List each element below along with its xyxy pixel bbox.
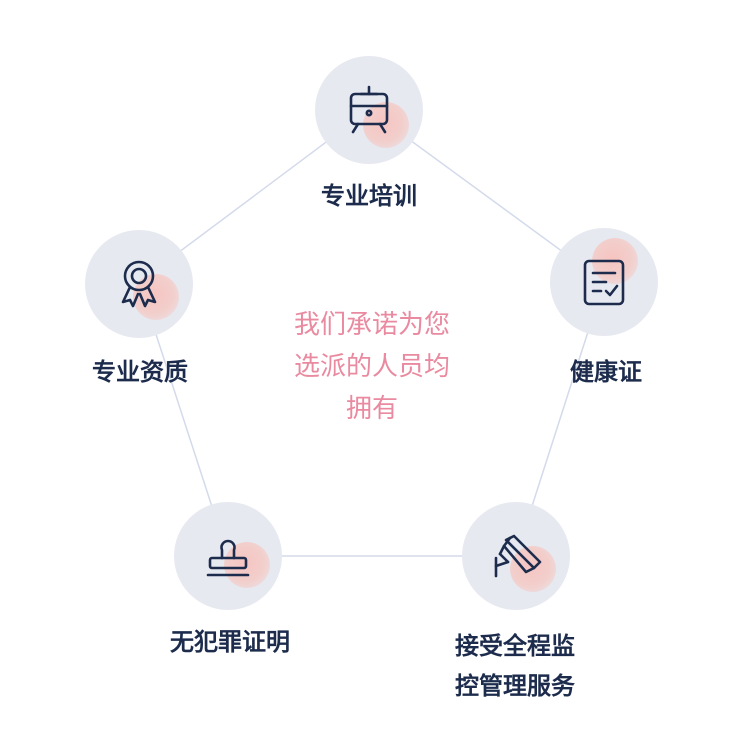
certificate-document-icon — [583, 259, 625, 306]
stamp-seal-icon — [206, 539, 250, 577]
label-no-criminal-record: 无犯罪证明 — [170, 628, 290, 656]
node-no-criminal-record — [174, 502, 282, 610]
label-training: 专业培训 — [321, 182, 417, 210]
center-text-line1: 我们承诺为您 — [293, 310, 450, 340]
label-qualification: 专业资质 — [92, 358, 188, 386]
center-text-line2: 选派的人员均 — [293, 352, 450, 382]
center-commitment-text: 我们承诺为您 选派的人员均 拥有 — [262, 304, 482, 430]
training-board-icon — [349, 85, 389, 134]
award-badge-icon — [121, 260, 157, 308]
node-health-certificate — [550, 228, 658, 336]
center-text-line3: 拥有 — [345, 394, 398, 424]
label-health-certificate: 健康证 — [570, 358, 642, 386]
label-surveillance: 接受全程监 控管理服务 — [440, 626, 590, 706]
surveillance-camera-icon — [494, 534, 542, 578]
node-qualification — [85, 230, 193, 338]
node-training — [315, 56, 423, 164]
node-surveillance — [462, 502, 570, 610]
label-surveillance-line2: 控管理服务 — [455, 672, 575, 700]
label-surveillance-line1: 接受全程监 — [455, 632, 575, 660]
